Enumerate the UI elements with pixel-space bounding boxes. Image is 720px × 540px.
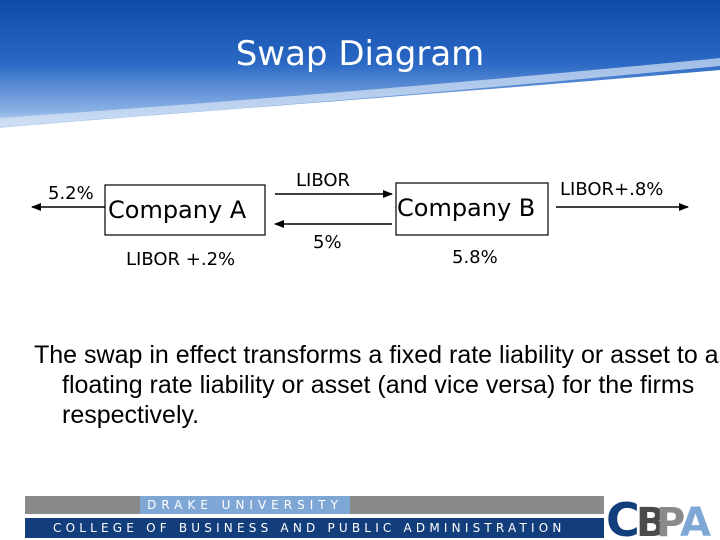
label-company-a-below: LIBOR +.2% xyxy=(126,249,235,270)
footer: DRAKE UNIVERSITY COLLEGE OF BUSINESS AND… xyxy=(0,492,720,540)
company-a-label: Company A xyxy=(108,196,247,224)
logo-letter-p: P xyxy=(656,500,685,540)
swap-diagram: 5.2% Company A LIBOR +.2% LIBOR 5% Compa… xyxy=(31,170,689,270)
logo-letter-b: B xyxy=(636,500,667,540)
company-b-box xyxy=(395,182,549,236)
label-right-rate: LIBOR+.8% xyxy=(560,179,663,200)
body-paragraph: The swap in effect transforms a fixed ra… xyxy=(34,341,719,429)
logo-letter-c: C xyxy=(606,494,640,540)
footer-university-name: DRAKE UNIVERSITY xyxy=(140,496,350,514)
label-company-b-below: 5.8% xyxy=(452,247,498,268)
cbpa-logo: C B P A xyxy=(604,494,714,540)
slide-title: Swap Diagram xyxy=(235,34,485,74)
label-middle-bottom: 5% xyxy=(313,232,342,253)
label-left-rate: 5.2% xyxy=(48,183,94,204)
header-banner xyxy=(0,0,720,140)
header-wave-decoration xyxy=(0,58,720,140)
footer-college-name: COLLEGE OF BUSINESS AND PUBLIC ADMINISTR… xyxy=(25,518,615,538)
company-a-box xyxy=(104,184,266,236)
label-middle-top: LIBOR xyxy=(296,170,350,191)
logo-letter-a: A xyxy=(680,500,711,540)
company-b-label: Company B xyxy=(397,194,535,222)
